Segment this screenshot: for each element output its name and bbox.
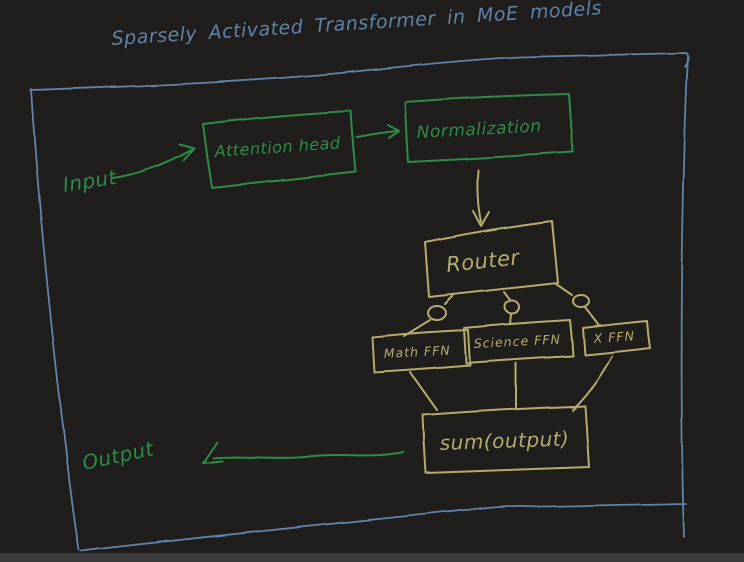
- sum-output-box: [422, 405, 590, 474]
- output-arrow-head: [202, 441, 223, 464]
- output-arrow: [212, 451, 405, 459]
- attention-head-label: Attention head: [213, 133, 342, 161]
- gate-to-science-line: [509, 313, 512, 325]
- math-to-sum-line: [409, 371, 438, 411]
- frame-top-edge: [29, 52, 690, 91]
- x-ffn-label: X FFN: [592, 328, 635, 346]
- input-label: Input: [61, 165, 119, 197]
- normalization-label: Normalization: [416, 116, 542, 143]
- sum-output-label: sum(output): [439, 426, 569, 455]
- normalization-box: [404, 93, 574, 163]
- router-to-x-line: [555, 283, 573, 296]
- attention-head-box: [202, 110, 357, 189]
- gate-to-x-line: [584, 306, 600, 326]
- frame-right-edge: [680, 55, 689, 538]
- x-ffn-box: [582, 320, 651, 356]
- science-ffn-box: [463, 319, 574, 364]
- blue-text: Sparsely Activated Transformer in MoE mo…: [111, 0, 603, 50]
- frame-left-edge: [30, 88, 80, 551]
- output-label: Output: [80, 436, 157, 475]
- attention-to-normalization-arrow-head: [387, 124, 400, 139]
- input-arrow: [112, 148, 193, 179]
- x-to-sum-line: [571, 355, 613, 411]
- math-ffn-label: Math FFN: [383, 343, 451, 361]
- gate-circle-x: [572, 294, 590, 308]
- attention-to-normalization-arrow: [356, 130, 398, 138]
- gate-circle-math: [427, 305, 447, 321]
- diagram-title: Sparsely Activated Transformer in MoE mo…: [111, 0, 603, 50]
- canvas-frame: [29, 52, 690, 552]
- normalization-to-router-arrow-head: [472, 210, 490, 227]
- router-to-math-line: [444, 295, 454, 305]
- router-label: Router: [445, 245, 522, 277]
- green-text: Input Attention head Normalization Outpu…: [61, 116, 542, 474]
- khaki-strokes: [371, 169, 651, 474]
- frame-bottom-edge: [80, 503, 687, 552]
- router-box: [424, 220, 559, 298]
- normalization-to-router-arrow: [476, 169, 482, 223]
- bottom-bar: [0, 553, 744, 562]
- math-ffn-box: [371, 329, 471, 373]
- green-strokes: [112, 93, 574, 464]
- khaki-text: Router Math FFN Science FFN X FFN sum(ou…: [383, 245, 635, 455]
- input-arrow-head: [178, 143, 195, 161]
- science-ffn-label: Science FFN: [473, 331, 561, 351]
- router-to-science-line: [503, 291, 511, 301]
- gate-circle-science: [504, 299, 520, 315]
